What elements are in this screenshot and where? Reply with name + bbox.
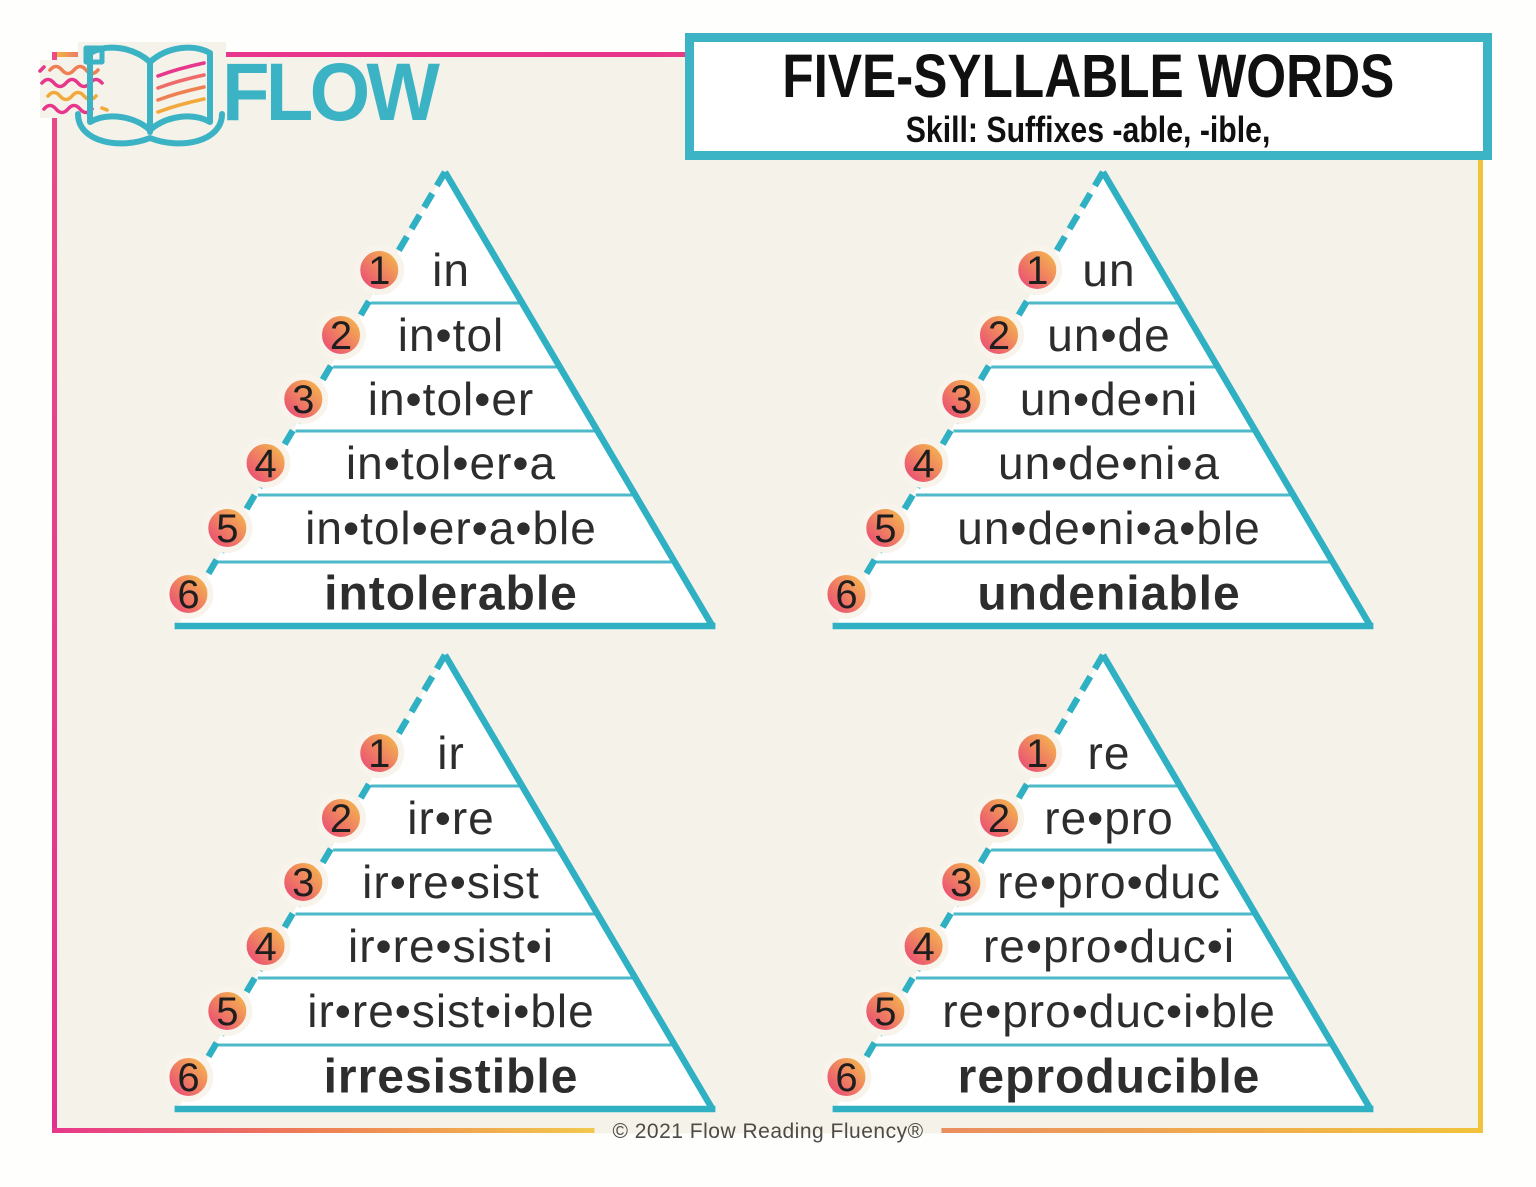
row-number: 5 [216, 507, 238, 551]
page-title: FIVE-SYLLABLE WORDS [782, 41, 1395, 110]
pyramid-syllable-text: ir [437, 727, 465, 779]
pyramid-syllable-text: re•pro•duc•i [983, 920, 1235, 972]
pyramid-syllable-text: un•de•ni•a•ble [957, 502, 1261, 554]
pyramid-right-edge [1100, 653, 1374, 1111]
row-number-badge [240, 921, 291, 971]
pyramid-syllable-text: in•tol•er•a [346, 437, 556, 489]
row-number: 2 [330, 797, 352, 841]
pyramid-syllable-text: in•tol•er [368, 373, 535, 425]
row-number-badge [354, 245, 405, 295]
logo-brand-text: FLOW [222, 47, 440, 138]
pyramid-syllable-text: ir•re•sist•i•ble [307, 985, 594, 1037]
row-number-badge [898, 438, 949, 488]
pyramid-syllable-text: re•pro•duc•i•ble [942, 985, 1276, 1037]
row-number-badge [240, 438, 291, 488]
pyramid-fill [835, 655, 1371, 1109]
pyramid-figure-undeniable: 1 un 2 un•de 3 un•de•ni 4 un•de•ni•a 5 un•de•ni•a… [821, 170, 1374, 630]
row-number: 4 [254, 925, 276, 969]
pyramid-syllable-text: re [1088, 727, 1131, 779]
open-book-icon [38, 42, 226, 147]
pyramid-syllable-text: un•de•ni [1020, 373, 1198, 425]
row-number-badge [860, 503, 911, 553]
row-number: 2 [988, 314, 1010, 358]
pyramid-fill [177, 172, 713, 626]
page-subtitle: Skill: Suffixes -able, -ible, [906, 108, 1271, 150]
row-number-badge [354, 728, 405, 778]
row-number-badge [1012, 728, 1063, 778]
pyramid-figure-irresistible: 1 ir 2 ir•re 3 ir•re•sist 4 ir•re•sist•i 5 ir•re•… [163, 653, 716, 1113]
pyramid-syllable-text: re•pro [1044, 792, 1174, 844]
pyramid-irresistible: 1 ir 2 ir•re 3 ir•re•sist 4 ir•re•sist•i 5 ir•re•… [163, 649, 725, 1119]
pyramid-word-text: reproducible [958, 1051, 1261, 1104]
pyramid-syllable-text: in [432, 244, 470, 296]
row-number: 2 [330, 314, 352, 358]
page-lines [156, 61, 206, 114]
pyramid-figure-reproducible: 1 re 2 re•pro 3 re•pro•duc 4 re•pro•duc•i 5 re•pr… [821, 653, 1374, 1113]
row-number: 1 [1026, 249, 1048, 293]
row-number-badge [163, 569, 214, 619]
row-number-badge [936, 857, 987, 907]
row-number: 5 [216, 990, 238, 1034]
row-number-badge [898, 921, 949, 971]
pyramid-reproducible: 1 re 2 re•pro 3 re•pro•duc 4 re•pro•duc•i 5 re•pr… [821, 649, 1383, 1119]
row-number: 5 [874, 990, 896, 1034]
row-number: 6 [835, 1056, 857, 1100]
pyramid-word-text: undeniable [977, 568, 1240, 621]
row-number-badge [973, 310, 1024, 360]
row-number: 6 [177, 573, 199, 617]
row-number: 3 [292, 861, 314, 905]
row-number: 1 [1026, 732, 1048, 776]
row-number-badge [936, 374, 987, 424]
row-number-badge [821, 569, 872, 619]
row-number-badge [278, 857, 329, 907]
row-number: 5 [874, 507, 896, 551]
pyramid-word-text: irresistible [324, 1051, 579, 1104]
row-number-badge [860, 986, 911, 1036]
row-number-badge [315, 310, 366, 360]
pyramid-syllable-text: in•tol [398, 309, 505, 361]
pyramid-syllable-text: in•tol•er•a•ble [305, 502, 597, 554]
pyramid-fill [177, 655, 713, 1109]
pyramid-undeniable: 1 un 2 un•de 3 un•de•ni 4 un•de•ni•a 5 un•de•ni•a… [821, 166, 1383, 636]
pyramid-right-edge [442, 170, 716, 628]
page-border-right [1478, 52, 1483, 1133]
row-number: 3 [950, 861, 972, 905]
pyramid-word-text: intolerable [324, 568, 578, 621]
row-number: 6 [835, 573, 857, 617]
row-number: 1 [368, 249, 390, 293]
row-number: 1 [368, 732, 390, 776]
row-number-badge [202, 503, 253, 553]
pyramid-syllable-text: ir•re•sist•i [348, 920, 554, 972]
row-number-badge [202, 986, 253, 1036]
pyramid-syllable-text: ir•re [407, 792, 495, 844]
pyramid-figure-intolerable: 1 in 2 in•tol 3 in•tol•er 4 in•tol•er•a 5 in•tol•… [163, 170, 716, 630]
row-number-badge [821, 1052, 872, 1102]
pyramid-intolerable: 1 in 2 in•tol 3 in•tol•er 4 in•tol•er•a 5 in•tol•… [163, 166, 725, 636]
pyramid-right-edge [1100, 170, 1374, 628]
row-number-badge [973, 793, 1024, 843]
row-number-badge [315, 793, 366, 843]
row-number: 3 [950, 378, 972, 422]
row-number: 6 [177, 1056, 199, 1100]
row-number-badge [163, 1052, 214, 1102]
copyright-text: © 2021 Flow Reading Fluency® [594, 1119, 942, 1145]
pyramid-syllable-text: un•de [1047, 309, 1170, 361]
pyramid-syllable-text: ir•re•sist [362, 856, 540, 908]
row-number-badge [278, 374, 329, 424]
row-number: 4 [912, 925, 934, 969]
pyramid-syllable-text: un [1082, 244, 1135, 296]
row-number: 4 [912, 442, 934, 486]
pyramid-fill [835, 172, 1371, 626]
book-outline [75, 44, 225, 147]
title-box: FIVE-SYLLABLE WORDS Skill: Suffixes -abl… [685, 33, 1492, 160]
pyramid-syllable-text: un•de•ni•a [998, 437, 1220, 489]
row-number: 3 [292, 378, 314, 422]
row-number: 4 [254, 442, 276, 486]
page-border-left [52, 52, 57, 1133]
pyramid-right-edge [442, 653, 716, 1111]
row-number-badge [1012, 245, 1063, 295]
pyramid-syllable-text: re•pro•duc [997, 856, 1221, 908]
row-number: 2 [988, 797, 1010, 841]
